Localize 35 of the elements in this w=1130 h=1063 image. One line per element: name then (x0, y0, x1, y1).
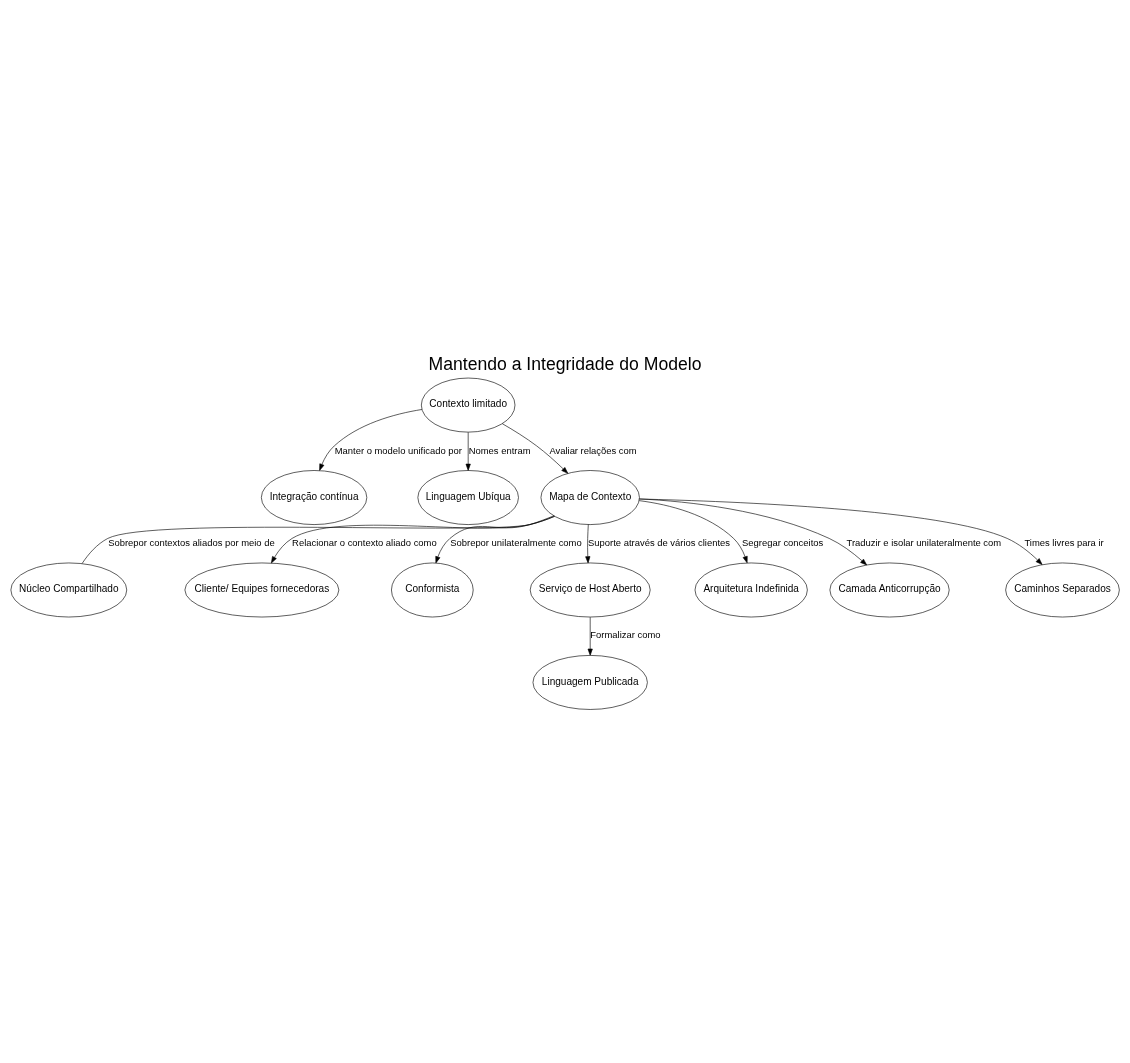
node-ellipse: Núcleo Compartilhado (10, 562, 128, 618)
arrow (585, 524, 591, 564)
arrow (501, 423, 569, 474)
arrow (638, 500, 748, 564)
node-ellipse: Arquitetura Indefinida (694, 562, 808, 618)
edge-label: Formalizar como (590, 629, 661, 641)
arrow (639, 498, 867, 566)
diagram-title: Mantendo a Integridade do Modelo (428, 354, 702, 375)
node-ellipse: Caminhos Separados (1005, 562, 1120, 618)
node-ellipse: Camada Anticorrupção (829, 562, 950, 618)
edge-label: Sobrepor unilateralmente como (450, 536, 582, 548)
edge-label: Manter o modelo unificado por (334, 444, 463, 456)
arrow (435, 515, 555, 564)
node-ellipse: Linguagem Publicada (532, 655, 648, 710)
edge-label: Times livres para ir (1024, 536, 1104, 548)
node-ellipse: Mapa de Contexto (540, 470, 640, 525)
edge-label: Suporte através de vários clientes (588, 536, 731, 548)
edge-label: Nomes entram (468, 444, 531, 456)
arrow (587, 616, 593, 656)
edge-label: Segregar conceitos (742, 536, 824, 548)
node-ellipse: Contexto limitado (421, 377, 516, 433)
connector (81, 516, 556, 564)
node-ellipse: Conformista (391, 562, 474, 618)
arrow (319, 409, 423, 471)
edge-label: Sobrepor contextos aliados por meio de (108, 536, 275, 548)
node-ellipse: Linguagem Ubíqua (417, 470, 519, 525)
node-ellipse: Integração contínua (261, 470, 368, 525)
edge-label: Relacionar o contexto aliado como (292, 536, 437, 548)
arrow (465, 432, 471, 471)
arrow (638, 498, 1043, 565)
node-ellipse: Cliente/ Equipes fornecedoras (184, 562, 340, 618)
node-ellipse: Serviço de Host Aberto (529, 562, 651, 618)
edge-label: Traduzir e isolar unilateralmente com (846, 536, 1002, 548)
edge-label: Avaliar relações com (549, 444, 637, 456)
arrow (271, 515, 555, 564)
